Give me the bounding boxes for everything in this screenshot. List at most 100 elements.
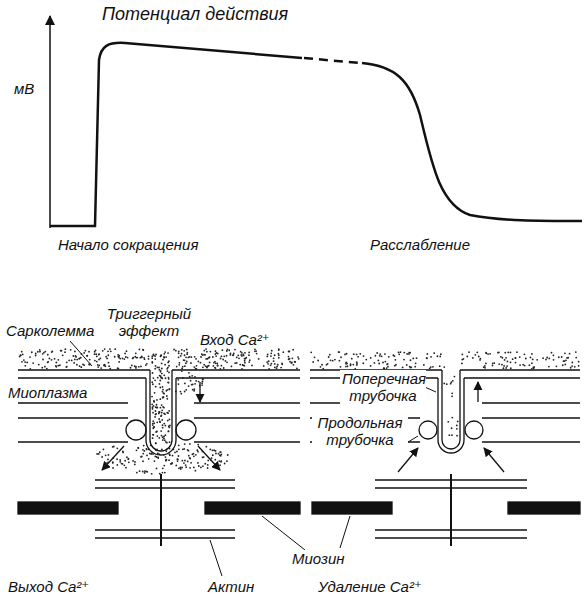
- calcium-dot: [156, 468, 158, 470]
- calcium-dot: [112, 446, 114, 448]
- calcium-dot: [503, 365, 505, 367]
- calcium-dot: [122, 451, 124, 453]
- calcium-dot: [153, 401, 155, 403]
- part-label: Сарколемма: [4, 322, 96, 339]
- calcium-dot: [298, 358, 300, 360]
- calcium-dot: [152, 424, 154, 426]
- calcium-dot: [26, 362, 28, 364]
- calcium-dot: [195, 454, 197, 456]
- calcium-dot: [89, 363, 91, 365]
- calcium-dot: [117, 354, 119, 356]
- calcium-dot: [377, 360, 379, 362]
- calcium-dot: [178, 448, 180, 450]
- calcium-dot: [162, 386, 164, 388]
- calcium-dot: [182, 366, 184, 368]
- calcium-dot: [146, 449, 148, 451]
- calcium-dot: [160, 430, 162, 432]
- calcium-dot: [166, 395, 168, 397]
- calcium-dot: [571, 362, 573, 364]
- calcium-dot: [122, 451, 124, 453]
- calcium-dot: [96, 361, 98, 363]
- calcium-dot: [504, 352, 506, 354]
- calcium-dot: [208, 357, 210, 359]
- calcium-dot: [76, 364, 78, 366]
- calcium-dot: [163, 423, 165, 425]
- calcium-dot: [167, 412, 169, 414]
- calcium-dot: [167, 420, 169, 422]
- calcium-dot: [162, 439, 164, 441]
- calcium-dot: [501, 357, 503, 359]
- calcium-dot: [155, 414, 157, 416]
- calcium-dot: [153, 400, 155, 402]
- calcium-dot: [184, 365, 186, 367]
- calcium-dot: [357, 356, 359, 358]
- calcium-dot: [174, 452, 176, 454]
- calcium-dot: [61, 350, 63, 352]
- calcium-dot: [189, 467, 191, 469]
- calcium-dot: [197, 444, 199, 446]
- calcium-dot: [181, 349, 183, 351]
- calcium-dot: [492, 362, 494, 364]
- calcium-dot: [186, 361, 188, 363]
- calcium-dot: [178, 444, 180, 446]
- calcium-dot: [201, 353, 203, 355]
- calcium-dot: [185, 464, 187, 466]
- calcium-dot: [531, 353, 533, 355]
- calcium-dot: [183, 462, 185, 464]
- calcium-dot: [249, 359, 251, 361]
- calcium-dot: [398, 353, 400, 355]
- calcium-dot: [165, 459, 167, 461]
- calcium-dot: [551, 352, 553, 354]
- calcium-dot: [363, 355, 365, 357]
- calcium-dot: [297, 356, 299, 358]
- calcium-dot: [122, 357, 124, 359]
- calcium-dot: [159, 375, 161, 377]
- calcium-dot: [326, 364, 328, 366]
- calcium-dot: [410, 366, 412, 368]
- calcium-dot: [181, 368, 183, 370]
- calcium-dot: [162, 424, 164, 426]
- calcium-dot: [288, 351, 290, 353]
- calcium-dot: [207, 460, 209, 462]
- calcium-dot: [414, 366, 416, 368]
- calcium-dot: [134, 356, 136, 358]
- calcium-dot: [329, 354, 331, 356]
- calcium-dot: [168, 410, 170, 412]
- calcium-dot: [548, 366, 550, 368]
- calcium-dot: [553, 359, 555, 361]
- calcium-dot: [270, 363, 272, 365]
- calcium-dot: [447, 421, 449, 423]
- calcium-dot: [116, 447, 118, 449]
- calcium-dot: [180, 391, 182, 393]
- calcium-dot: [35, 353, 37, 355]
- calcium-dot: [394, 359, 396, 361]
- calcium-dot: [184, 359, 186, 361]
- calcium-dot: [232, 354, 234, 356]
- calcium-dot: [185, 466, 187, 468]
- graph-title: Потенциал действия: [100, 4, 290, 24]
- calcium-dot: [128, 461, 130, 463]
- calcium-dot: [209, 449, 211, 451]
- calcium-dot: [474, 354, 476, 356]
- calcium-dot: [426, 357, 428, 359]
- calcium-dot: [273, 360, 275, 362]
- calcium-dot: [242, 364, 244, 366]
- calcium-dot: [39, 351, 41, 353]
- calcium-dot: [160, 415, 162, 417]
- calcium-dot: [386, 367, 388, 369]
- calcium-dot: [65, 366, 67, 368]
- calcium-dot: [114, 356, 116, 358]
- calcium-dot: [236, 362, 238, 364]
- calcium-dot: [158, 411, 160, 413]
- calcium-dot: [118, 357, 120, 359]
- calcium-dot: [112, 467, 114, 469]
- calcium-dot: [178, 356, 180, 358]
- calcium-dot: [208, 365, 210, 367]
- calcium-dot: [254, 350, 256, 352]
- calcium-dot: [201, 382, 203, 384]
- calcium-dot: [204, 463, 206, 465]
- calcium-dot: [75, 356, 77, 358]
- calcium-dot: [117, 356, 119, 358]
- calcium-dot: [519, 364, 521, 366]
- calcium-dot: [184, 443, 186, 445]
